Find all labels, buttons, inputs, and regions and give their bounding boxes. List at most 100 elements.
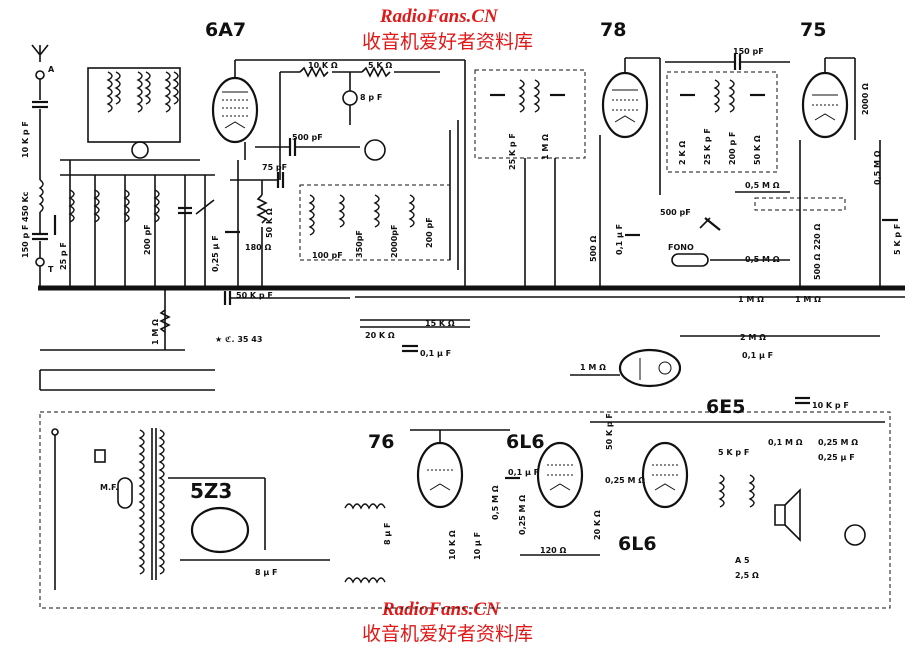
label-5k: 5 K Ω bbox=[368, 61, 392, 70]
label-50kpf: 50 K p F bbox=[236, 291, 273, 300]
antenna-terminal-a bbox=[35, 70, 45, 80]
label-500pf-b: 500 pF bbox=[660, 208, 691, 217]
label-25ohm: 2,5 Ω bbox=[735, 571, 759, 580]
tube-label-78: 78 bbox=[600, 19, 626, 41]
tube-76: 10 K Ω 10 μ F 0,1 μ F 0,5 M Ω 0,25 M Ω bbox=[410, 429, 539, 560]
label-a5: A 5 bbox=[735, 556, 750, 565]
label-01uf-76: 0,1 μ F bbox=[508, 468, 539, 477]
label-05m-a: 0,5 M Ω bbox=[745, 181, 780, 190]
output-socket-icon bbox=[844, 524, 866, 546]
label-ground-t: T bbox=[48, 265, 54, 274]
tube-6l6-b: 50 K p F 0,25 M Ω 20 K Ω bbox=[593, 413, 689, 540]
label-50k-b: 50 K Ω bbox=[753, 135, 762, 165]
band-switch-icon bbox=[364, 139, 386, 161]
label-05m-76: 0,5 M Ω bbox=[491, 485, 500, 520]
label-200pf-osc: 200 pF bbox=[143, 224, 152, 255]
avc-network: 20 K Ω 15 K Ω 0,1 μ F bbox=[360, 319, 470, 358]
label-01uf-b: 0,1 μ F bbox=[742, 351, 773, 360]
tube-label-75: 75 bbox=[800, 19, 826, 41]
label-5kpf: 5 K p F bbox=[893, 224, 902, 255]
label-200pf-b: 200 p F bbox=[728, 132, 737, 165]
label-180: 180 Ω bbox=[245, 243, 271, 252]
power-supply: M.F. 8 μ F 8 μ F bbox=[51, 428, 392, 590]
fono-jack[interactable] bbox=[671, 253, 709, 267]
label-01m: 0,1 M Ω bbox=[768, 438, 803, 447]
speaker-icon bbox=[774, 488, 801, 542]
label-10kpf-b: 10 K p F bbox=[812, 401, 849, 410]
label-20k-6l6: 20 K Ω bbox=[593, 510, 602, 540]
pickup-icon bbox=[699, 217, 711, 229]
band-switch-coils bbox=[60, 67, 200, 161]
label-10k: 10 K Ω bbox=[308, 61, 338, 70]
tube-label-5z3: 5Z3 bbox=[190, 479, 232, 503]
label-05m-75: 0,5 M Ω bbox=[873, 150, 882, 185]
label-75pf: 75 pF bbox=[262, 163, 287, 172]
label-10k-76: 10 K Ω bbox=[448, 530, 457, 560]
tube-5z3 bbox=[190, 506, 250, 554]
label-1m-left: 1 M Ω bbox=[151, 319, 160, 345]
detector-volume: 0,5 M Ω 500 pF FONO 0,5 M Ω 220 Ω 500 Ω bbox=[660, 140, 846, 288]
label-1m-6e5: 1 M Ω bbox=[580, 363, 606, 372]
watermark-cn-top: 收音机爱好者资料库 bbox=[362, 31, 533, 53]
oscillator-coil-block: 100 pF 350pF 2000pF 200 pF bbox=[299, 60, 466, 288]
label-25kpf-b: 25 K p F bbox=[703, 128, 712, 165]
tube-label-6l6-b: 6L6 bbox=[618, 533, 657, 555]
label-450kc: 450 Kc bbox=[21, 191, 30, 222]
antenna-icon bbox=[31, 44, 49, 62]
label-150pf-ant: 150 p F bbox=[21, 225, 30, 258]
label-025m-6l6: 0,25 M Ω bbox=[605, 476, 645, 485]
tube-6a7 bbox=[211, 59, 465, 160]
label-8uf-psu-2: 8 μ F bbox=[383, 523, 392, 546]
label-25kpf: 25 K p F bbox=[508, 133, 517, 170]
label-1m-b: 1 M Ω bbox=[795, 295, 821, 304]
label-100pf: 100 pF bbox=[312, 251, 343, 260]
label-2k: 2 K Ω bbox=[678, 141, 687, 165]
mains-plug-icon bbox=[51, 428, 59, 436]
label-350pf: 350pF bbox=[355, 230, 364, 258]
antenna-section: A 10 K p F 450 Kc 150 p F T bbox=[21, 44, 55, 288]
label-50k: 50 K Ω bbox=[265, 208, 274, 238]
tube-6e5: 1 M Ω 2 M Ω 0,1 μ F 10 K p F bbox=[570, 333, 880, 410]
label-10kpf-ant: 10 K p F bbox=[21, 121, 30, 158]
label-025uf: 0,25 μ F bbox=[211, 235, 220, 272]
label-2000pf: 2000pF bbox=[390, 225, 399, 258]
resistor-50k bbox=[256, 194, 268, 224]
label-20k: 20 K Ω bbox=[365, 331, 395, 340]
label-120: 120 Ω bbox=[540, 546, 566, 555]
label-500-78: 500 Ω bbox=[589, 236, 598, 262]
ground-terminal-t bbox=[35, 257, 45, 267]
fuse-mf bbox=[117, 477, 133, 509]
label-025uf-out: 0,25 μ F bbox=[818, 453, 855, 462]
watermark-site-top: RadioFans.CN bbox=[379, 6, 499, 27]
label-15k: 15 K Ω bbox=[425, 319, 455, 328]
label-antenna-a: A bbox=[48, 65, 55, 74]
label-2000: 2000 Ω bbox=[861, 83, 870, 115]
6a7-output-network: 500 pF 75 pF 50 K Ω 180 Ω 0,25 μ F bbox=[211, 133, 386, 288]
label-25pf: 25 p F bbox=[59, 242, 68, 270]
choke-1 bbox=[344, 503, 386, 510]
tube-label-6a7: 6A7 bbox=[205, 19, 246, 41]
output-stage: 5 K p F 0,1 M Ω 0,25 M Ω 0,25 μ F A 5 2,… bbox=[718, 438, 866, 580]
label-2m: 2 M Ω bbox=[740, 333, 766, 342]
if-transformer-1: 25 K p F 1 M Ω bbox=[474, 69, 586, 288]
wave-switch-icon bbox=[131, 141, 149, 159]
label-8uf-psu: 8 μ F bbox=[255, 568, 278, 577]
variable-cap-icon bbox=[195, 199, 215, 215]
label-500b: 500 Ω bbox=[813, 254, 822, 280]
tube-label-6l6-a: 6L6 bbox=[506, 431, 545, 453]
tube-75: 2000 Ω 0,5 M Ω 5 K p F bbox=[801, 57, 902, 288]
watermark-site-bottom: RadioFans.CN bbox=[381, 599, 501, 620]
neon-lamp-icon bbox=[342, 90, 358, 106]
if-transformer-2: 150 pF 2 K Ω 25 K p F 200 p F 50 K Ω bbox=[665, 47, 790, 173]
label-10uf: 10 μ F bbox=[473, 532, 482, 560]
label-1m-78: 1 M Ω bbox=[541, 134, 550, 160]
pilot-lamps bbox=[39, 369, 215, 391]
tube-6l6-a: 120 Ω bbox=[520, 441, 600, 556]
resistor-10k bbox=[299, 66, 329, 78]
label-220: 220 Ω bbox=[813, 224, 822, 250]
coil-450kc bbox=[38, 179, 44, 213]
label-note: ★ ℭ. 35 43 bbox=[215, 335, 262, 344]
tube-label-6e5: 6E5 bbox=[706, 396, 745, 418]
choke-2 bbox=[344, 577, 386, 584]
